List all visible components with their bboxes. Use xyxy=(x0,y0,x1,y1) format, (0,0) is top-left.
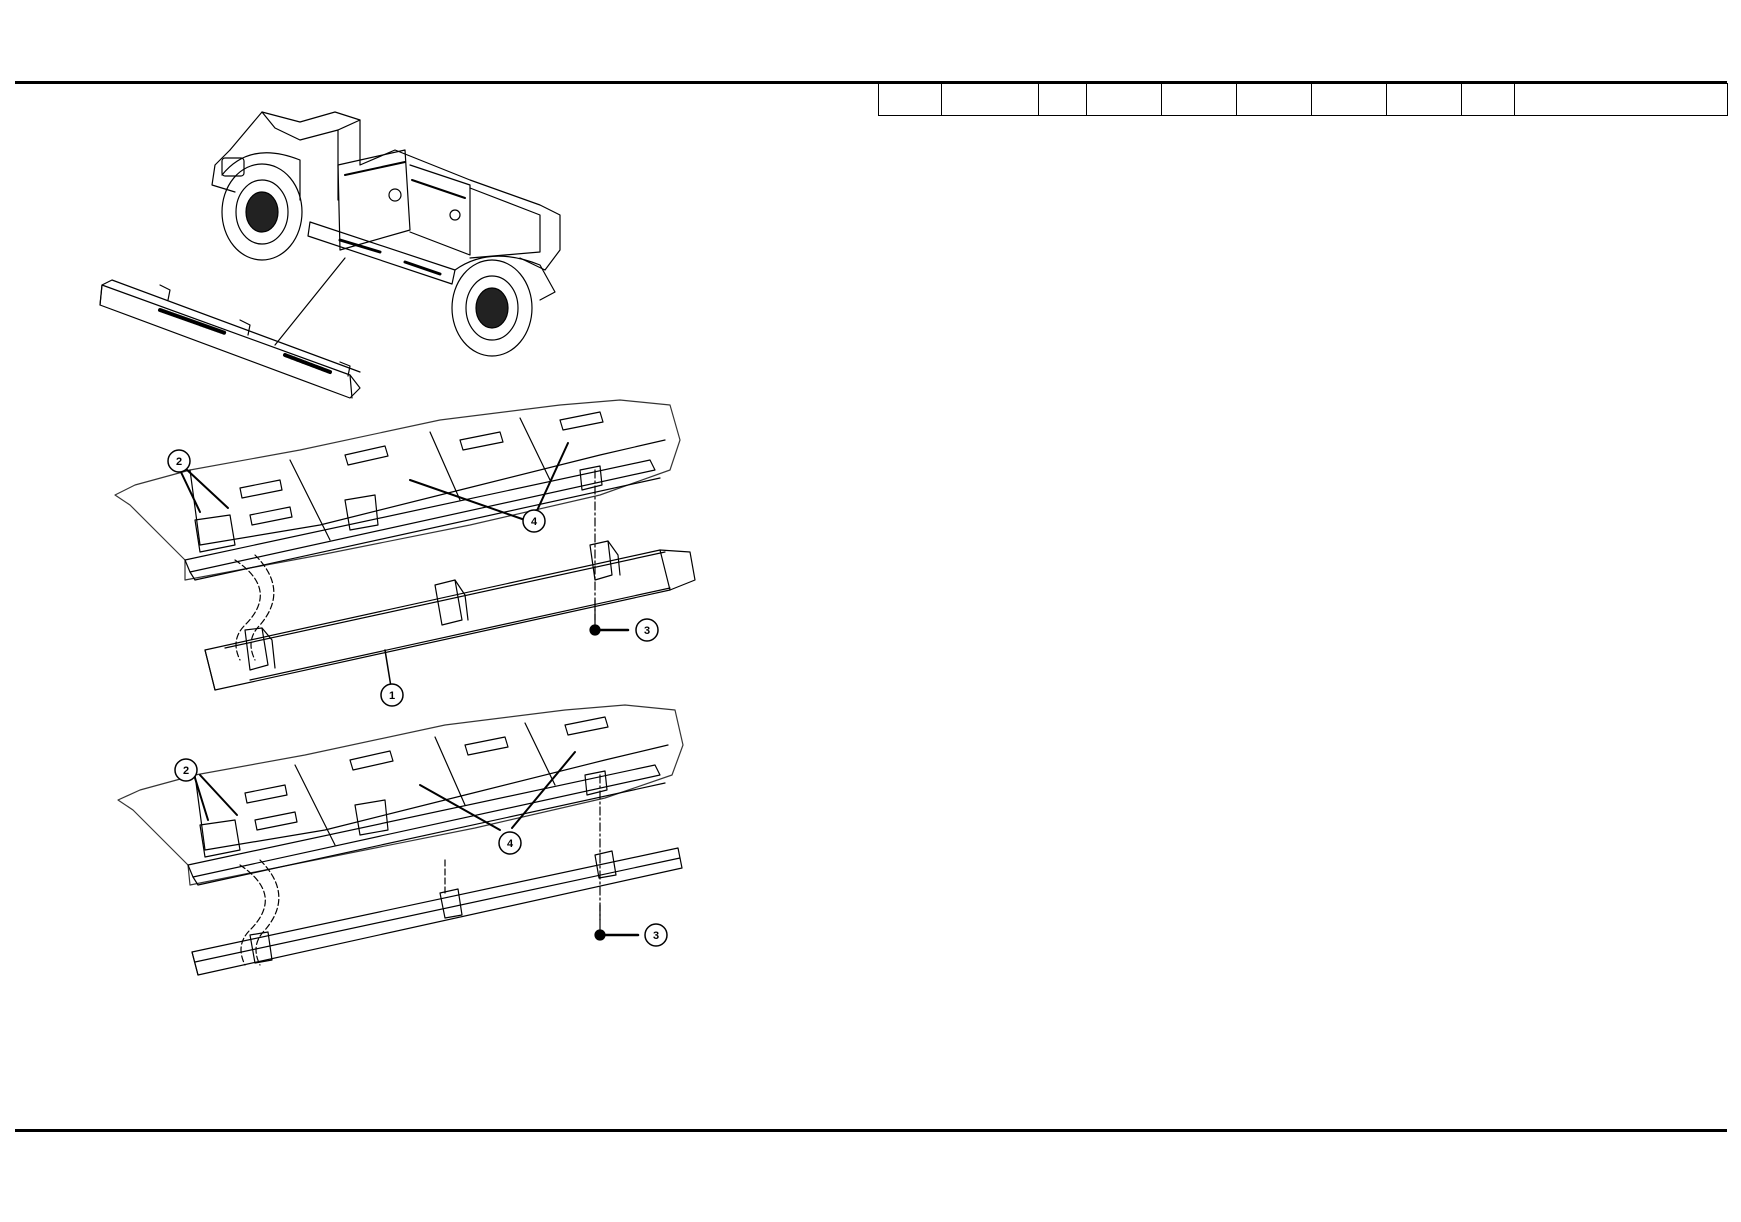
callout-2: 2 xyxy=(174,758,198,782)
top-rule xyxy=(15,81,1727,84)
svg-text:2: 2 xyxy=(176,456,182,468)
bolt-lower xyxy=(594,904,640,941)
header-cell xyxy=(1461,83,1515,116)
callout-4: 4 xyxy=(522,509,546,533)
callout-2: 2 xyxy=(167,449,191,473)
header-cell xyxy=(1161,83,1237,116)
svg-text:3: 3 xyxy=(653,930,659,942)
svg-text:2: 2 xyxy=(183,765,189,777)
bottom-rule xyxy=(15,1129,1727,1132)
header-cell xyxy=(1514,83,1728,116)
callout-3: 3 xyxy=(644,923,668,947)
header-row xyxy=(878,83,1728,116)
header-table xyxy=(878,83,1728,116)
header-cell xyxy=(1386,83,1462,116)
step-bar-upper xyxy=(204,540,696,691)
bolt-upper xyxy=(589,599,630,636)
vehicle-illustration xyxy=(211,111,561,357)
leader-line xyxy=(419,784,501,831)
frame-assembly-lower xyxy=(117,704,684,966)
callout-1: 1 xyxy=(380,683,404,707)
svg-text:1: 1 xyxy=(389,690,395,702)
leader-line xyxy=(179,469,201,513)
leader-line xyxy=(199,774,238,816)
callout-4: 4 xyxy=(498,831,522,855)
leader-line xyxy=(274,257,346,346)
side-step-illustration xyxy=(99,279,361,399)
header-cell xyxy=(878,83,942,116)
callout-3: 3 xyxy=(635,618,659,642)
leader-line xyxy=(409,479,526,521)
svg-text:4: 4 xyxy=(507,838,514,850)
header-cell xyxy=(1038,83,1087,116)
header-cell xyxy=(1311,83,1387,116)
leader-line xyxy=(534,442,569,516)
leader-line xyxy=(511,751,576,829)
step-bar-lower xyxy=(191,847,683,976)
svg-text:4: 4 xyxy=(531,516,538,528)
leader-line xyxy=(194,777,209,821)
header-cell xyxy=(1086,83,1162,116)
svg-text:3: 3 xyxy=(644,625,650,637)
leader-line xyxy=(184,467,229,509)
